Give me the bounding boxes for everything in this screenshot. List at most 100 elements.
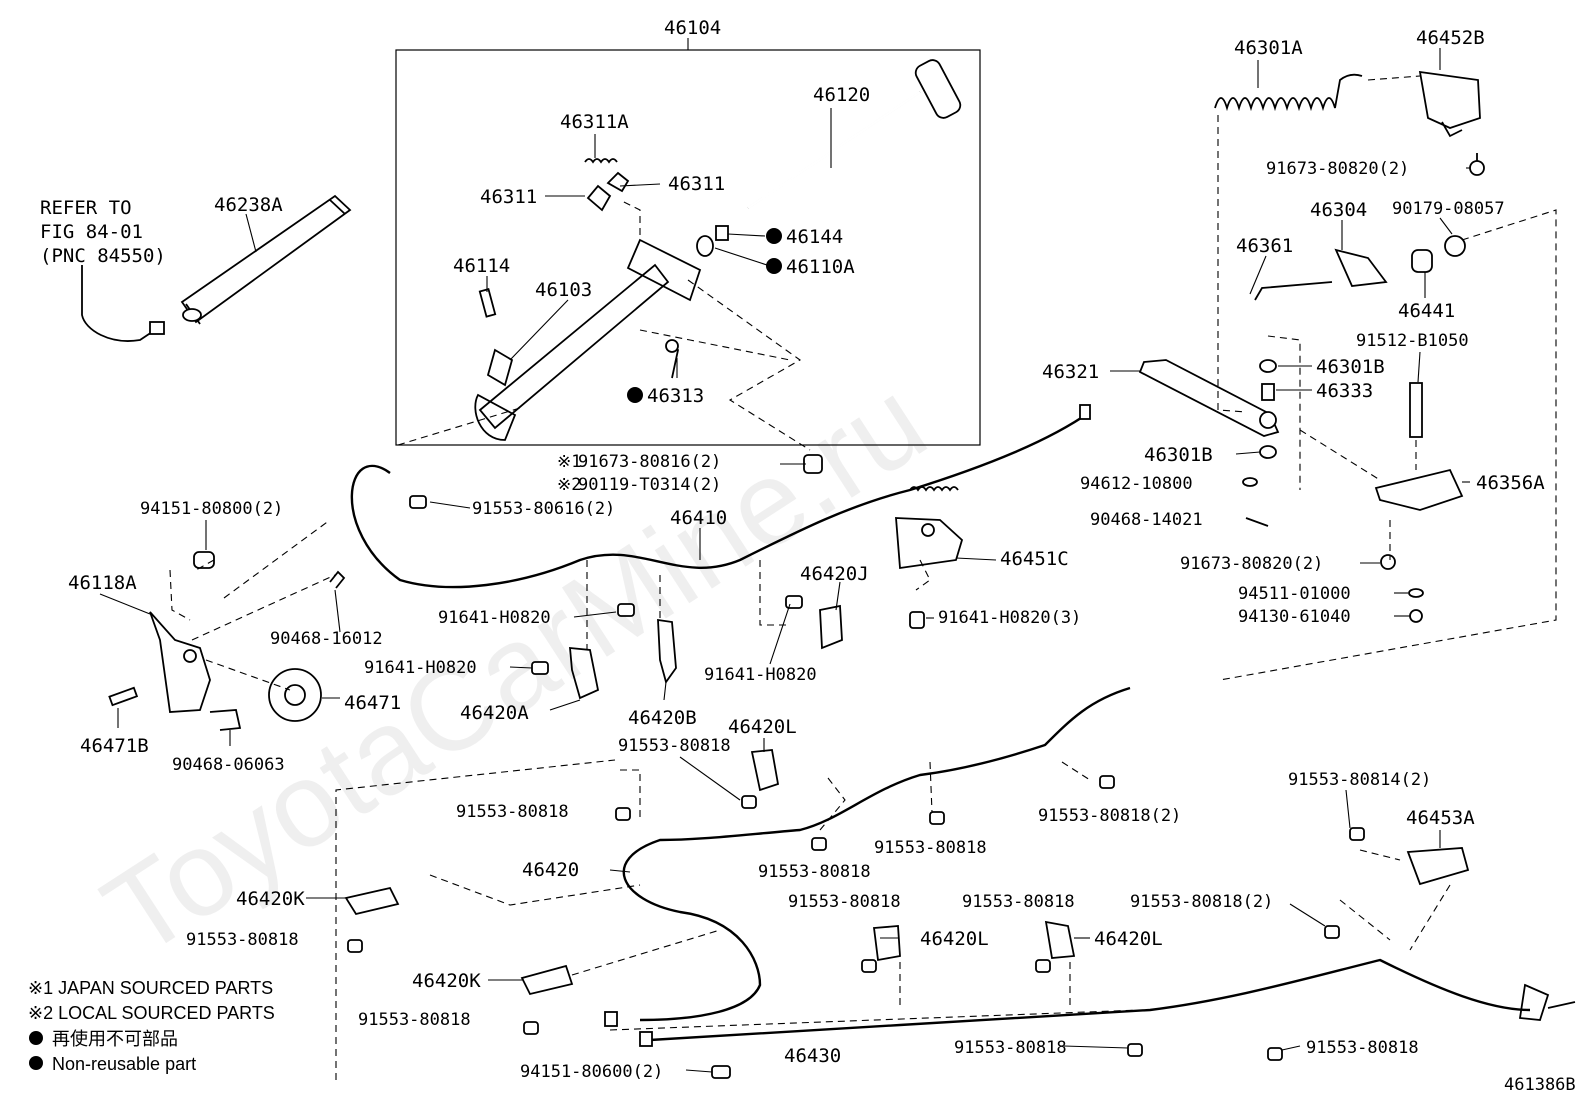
46103-lever-body[interactable] (474, 238, 702, 441)
label-46311-l: 46311 (480, 186, 537, 208)
46144-washer[interactable] (715, 225, 729, 241)
46420L-clamp-a[interactable] (750, 749, 780, 792)
94612-10800-washer[interactable] (1242, 477, 1258, 487)
46238A-cover[interactable] (180, 194, 352, 325)
46420B-bracket[interactable] (657, 618, 677, 685)
91641-H0820-bolt-3[interactable] (909, 611, 925, 629)
46420-rear-cable-lh[interactable] (604, 686, 1131, 1027)
94511-01000-washer[interactable] (1408, 588, 1424, 598)
label-90179-08057: 90179-08057 (1392, 199, 1505, 219)
label-91553-80818-h: 91553-80818 (358, 1010, 471, 1030)
91641-H0820-bolt-a[interactable] (617, 603, 635, 617)
label-94612-10800: 94612-10800 (1080, 474, 1193, 494)
46453A-bracket[interactable] (1406, 847, 1470, 886)
leader-lines (99, 48, 1470, 1073)
label-46420B: 46420B (628, 707, 697, 729)
label-91553-80818-b: 91553-80818 (456, 802, 569, 822)
46356A-bracket[interactable] (1374, 468, 1464, 511)
46110A-bushing[interactable] (696, 235, 714, 257)
label-91512-B1050: 91512-B1050 (1356, 331, 1469, 351)
nonreusable-dot-46313 (627, 387, 643, 403)
label-46453A: 46453A (1406, 807, 1475, 829)
label-91553-80818-2b: 91553-80818(2) (1130, 892, 1273, 912)
legend-japan: ※1 JAPAN SOURCED PARTS (28, 978, 273, 998)
46301B-bushing-b[interactable] (1259, 445, 1277, 459)
46410-front-cable[interactable] (350, 404, 1091, 589)
label-46420K-b: 46420K (412, 970, 481, 992)
label-46104: 46104 (664, 17, 721, 39)
46420K-clip-b[interactable] (520, 964, 574, 996)
legend-dot-en (29, 1056, 43, 1070)
label-94151-80800: 94151-80800(2) (140, 499, 283, 519)
label-91641-H0820-a: 91641-H0820 (438, 608, 551, 628)
label-90468-16012: 90468-16012 (270, 629, 383, 649)
46471B-pin[interactable] (108, 686, 139, 707)
46451C-bracket[interactable] (895, 517, 964, 570)
label-91553-80818-c: 91553-80818 (874, 838, 987, 858)
label-46410: 46410 (670, 507, 727, 529)
94130-61040-nut[interactable] (1409, 609, 1423, 623)
label-46420L-b: 46420L (920, 928, 989, 950)
label-46420L-a: 46420L (728, 716, 797, 738)
90179-08057-nut[interactable] (1444, 235, 1466, 257)
90468-14021-pin[interactable] (1245, 517, 1269, 527)
dashed-guides (169, 75, 1557, 1080)
46420L-clamp-c[interactable] (1044, 920, 1076, 959)
label-46471: 46471 (344, 692, 401, 714)
label-46420A: 46420A (460, 702, 529, 724)
46311-pawl[interactable] (586, 171, 630, 212)
46114-pin[interactable] (478, 288, 497, 318)
refer-wire-harness (81, 265, 165, 342)
46120-lever-rod[interactable] (747, 57, 963, 210)
46420J-clamp[interactable] (819, 604, 843, 650)
94151-80600-nut[interactable] (711, 1065, 731, 1079)
91512-B1050-bolt[interactable] (1409, 382, 1423, 438)
46441-bushing[interactable] (1411, 249, 1433, 273)
46420K-clip-a[interactable] (344, 886, 400, 916)
91673-80820-bolt-b[interactable] (1380, 554, 1396, 570)
46321-link[interactable] (1138, 359, 1280, 437)
label-91673-80820-b: 91673-80820(2) (1180, 554, 1323, 574)
label-46471B: 46471B (80, 735, 149, 757)
46420L-clamp-b[interactable] (872, 925, 901, 962)
label-46120: 46120 (813, 84, 870, 106)
label-refer-3: (PNC 84550) (40, 245, 166, 267)
label-91553-80818-e: 91553-80818 (788, 892, 901, 912)
label-46118A: 46118A (68, 572, 137, 594)
46471-pulley[interactable] (268, 668, 322, 722)
label-94130-61040: 94130-61040 (1238, 607, 1351, 627)
90468-06063-clip[interactable] (209, 709, 242, 731)
46304-retainer[interactable] (1334, 248, 1388, 287)
46301B-bushing-a[interactable] (1259, 359, 1277, 373)
46311A-spring[interactable] (584, 158, 618, 164)
94151-80800-nut[interactable] (193, 551, 215, 569)
label-refer-1: REFER TO (40, 197, 132, 219)
label-46420: 46420 (522, 859, 579, 881)
46361-rod[interactable] (1254, 281, 1333, 301)
label-refer-2: FIG 84-01 (40, 221, 143, 243)
label-91641-H0820-3: 91641-H0820(3) (938, 608, 1081, 628)
46301A-spring[interactable] (1214, 73, 1363, 112)
90468-16012-clip[interactable] (329, 570, 346, 589)
label-46451C: 46451C (1000, 548, 1069, 570)
label-91553-80616: 91553-80616(2) (472, 499, 615, 519)
label-46441: 46441 (1398, 300, 1455, 322)
label-91553-80818-g: 91553-80818 (186, 930, 299, 950)
label-91641-H0820-b: 91641-H0820 (364, 658, 477, 678)
46333-sleeve[interactable] (1261, 383, 1275, 401)
label-46114: 46114 (453, 255, 510, 277)
legend: ※1 JAPAN SOURCED PARTS ※2 LOCAL SOURCED … (28, 978, 275, 1074)
91641-H0820-bolt-b[interactable] (531, 661, 549, 675)
91553-80616-bolt[interactable] (409, 495, 427, 509)
label-94151-80600: 94151-80600(2) (520, 1062, 663, 1082)
46118A-bracket[interactable] (149, 611, 211, 713)
label-46304: 46304 (1310, 199, 1367, 221)
legend-local: ※2 LOCAL SOURCED PARTS (28, 1003, 275, 1023)
91673-80820-bolt-a[interactable] (1469, 153, 1485, 176)
label-46430: 46430 (784, 1045, 841, 1067)
46430-rear-cable-rh[interactable] (639, 958, 1576, 1047)
46452B-bracket[interactable] (1418, 70, 1481, 138)
46313-bolt[interactable] (665, 339, 680, 379)
91673-80816-bolt[interactable] (803, 454, 823, 474)
91641-H0820-bolt-c[interactable] (785, 595, 803, 609)
